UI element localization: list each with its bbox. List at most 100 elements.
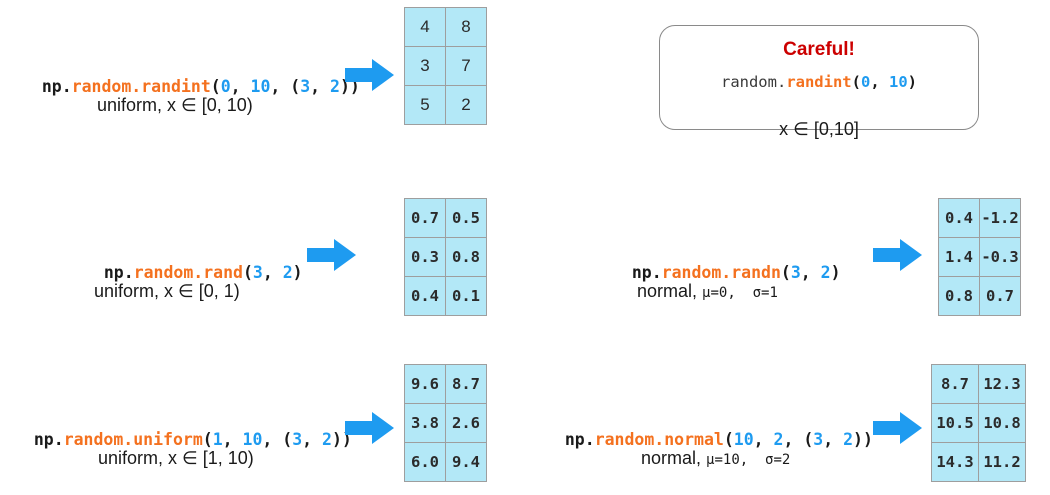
careful-code-arg: 0 bbox=[860, 73, 871, 91]
code-open-paren: ( bbox=[210, 76, 221, 96]
code-arg: 3 bbox=[252, 262, 263, 282]
code-function: normal bbox=[664, 429, 724, 449]
matrix-cell: 1.4 bbox=[938, 237, 980, 277]
code-arg: 2 bbox=[330, 76, 340, 96]
caption-randint: uniform, x ∈ [0, 10) bbox=[97, 95, 253, 115]
code-sep: , bbox=[262, 262, 283, 282]
matrix-uniform: 9.6 8.7 3.8 2.6 6.0 9.4 bbox=[404, 364, 487, 482]
careful-code: random.randint(0, 10) bbox=[660, 73, 978, 106]
code-arg: 2 bbox=[820, 262, 831, 282]
code-close-paren: ) bbox=[341, 429, 352, 449]
matrix-cell: 9.4 bbox=[445, 442, 487, 482]
code-close-paren: ) bbox=[349, 76, 360, 96]
careful-callout-box: Careful! random.randint(0, 10) x ∈ [0,10… bbox=[659, 25, 979, 138]
matrix-cell: 2 bbox=[445, 85, 487, 125]
table-row: 3 7 bbox=[404, 46, 487, 86]
matrix-cell: 4 bbox=[404, 7, 446, 47]
code-module: random. bbox=[594, 429, 665, 449]
code-uniform: np.random.uniform(1, 10, (3, 2)) bbox=[14, 415, 352, 448]
table-row: 5 2 bbox=[404, 85, 487, 125]
code-arg: 1 bbox=[212, 429, 223, 449]
table-row: 10.5 10.8 bbox=[931, 403, 1026, 443]
code-sep: , bbox=[783, 429, 804, 449]
matrix-cell: 0.8 bbox=[938, 276, 980, 316]
matrix-cell: 14.3 bbox=[931, 442, 979, 482]
matrix-cell: 5 bbox=[404, 85, 446, 125]
code-function: uniform bbox=[133, 429, 203, 449]
code-module: random. bbox=[71, 76, 142, 96]
matrix-cell: 12.3 bbox=[978, 364, 1026, 404]
matrix-cell: 8.7 bbox=[445, 364, 487, 404]
careful-code-sep: , bbox=[870, 73, 889, 91]
right-arrow-icon-3 bbox=[873, 238, 923, 272]
code-sep: , bbox=[800, 262, 821, 282]
code-open-paren: ( bbox=[723, 429, 734, 449]
table-row: 3.8 2.6 bbox=[404, 403, 487, 443]
code-tuple-close: ) bbox=[331, 429, 342, 449]
right-arrow-icon-2 bbox=[307, 238, 357, 272]
code-np: np. bbox=[41, 76, 72, 96]
code-arg: 10 bbox=[242, 429, 263, 449]
matrix-cell: 0.8 bbox=[445, 237, 487, 277]
code-arg: 2 bbox=[282, 262, 293, 282]
matrix-randn: 0.4 -1.2 1.4 -0.3 0.8 0.7 bbox=[938, 198, 1021, 316]
code-tuple-open: ( bbox=[803, 429, 814, 449]
matrix-cell: 0.5 bbox=[445, 198, 487, 238]
table-row: 14.3 11.2 bbox=[931, 442, 1026, 482]
code-sep: , bbox=[262, 429, 283, 449]
code-sep: , bbox=[310, 76, 331, 96]
code-module: random. bbox=[63, 429, 134, 449]
code-open-paren: ( bbox=[780, 262, 791, 282]
matrix-cell: 6.0 bbox=[404, 442, 446, 482]
caption-randn-prefix: normal, bbox=[637, 281, 703, 301]
matrix-cell: 9.6 bbox=[404, 364, 446, 404]
caption-uniform: uniform, x ∈ [1, 10) bbox=[98, 448, 254, 468]
matrix-cell: 0.3 bbox=[404, 237, 446, 277]
matrix-cell: 7 bbox=[445, 46, 487, 86]
matrix-cell: 3.8 bbox=[404, 403, 446, 443]
code-tuple-close: ) bbox=[339, 76, 350, 96]
code-tuple-open: ( bbox=[282, 429, 293, 449]
matrix-cell: 10.5 bbox=[931, 403, 979, 443]
code-module: random. bbox=[133, 262, 204, 282]
careful-code-arg: 10 bbox=[889, 73, 908, 91]
table-row: 4 8 bbox=[404, 7, 487, 47]
caption-randn: normal, μ=0, σ=1 bbox=[637, 282, 778, 300]
code-randn: np.random.randn(3, 2) bbox=[612, 248, 841, 281]
table-row: 9.6 8.7 bbox=[404, 364, 487, 404]
caption-rand: uniform, x ∈ [0, 1) bbox=[94, 281, 240, 301]
code-rand: np.random.rand(3, 2) bbox=[84, 248, 303, 281]
code-close-paren: ) bbox=[862, 429, 873, 449]
careful-code-module: random. bbox=[720, 73, 787, 91]
careful-code-close-paren: ) bbox=[907, 73, 918, 91]
code-close-paren: ) bbox=[830, 262, 841, 282]
code-sep: , bbox=[753, 429, 774, 449]
matrix-cell: 10.8 bbox=[978, 403, 1026, 443]
matrix-cell: 8.7 bbox=[931, 364, 979, 404]
code-open-paren: ( bbox=[202, 429, 213, 449]
right-arrow-icon-4 bbox=[345, 411, 395, 445]
code-function: randint bbox=[141, 76, 211, 96]
code-sep: , bbox=[270, 76, 291, 96]
code-np: np. bbox=[103, 262, 134, 282]
matrix-cell: 0.7 bbox=[404, 198, 446, 238]
table-row: 0.3 0.8 bbox=[404, 237, 487, 277]
code-sep: , bbox=[302, 429, 323, 449]
caption-randn-params: μ=0, σ=1 bbox=[702, 285, 778, 301]
table-row: 0.8 0.7 bbox=[938, 276, 1021, 316]
matrix-cell: 0.4 bbox=[938, 198, 980, 238]
matrix-cell: -0.3 bbox=[979, 237, 1021, 277]
code-arg: 2 bbox=[773, 429, 784, 449]
code-arg: 10 bbox=[733, 429, 754, 449]
caption-normal-prefix: normal, bbox=[641, 448, 707, 468]
code-sep: , bbox=[222, 429, 243, 449]
code-arg: 3 bbox=[790, 262, 801, 282]
matrix-cell: 0.4 bbox=[404, 276, 446, 316]
code-normal: np.random.normal(10, 2, (3, 2)) bbox=[545, 415, 873, 448]
code-np: np. bbox=[564, 429, 595, 449]
careful-code-function: randint bbox=[786, 73, 852, 91]
careful-range: x ∈ [0,10] bbox=[779, 119, 859, 139]
code-tuple-open: ( bbox=[290, 76, 301, 96]
code-close-paren: ) bbox=[292, 262, 303, 282]
code-arg: 3 bbox=[300, 76, 311, 96]
